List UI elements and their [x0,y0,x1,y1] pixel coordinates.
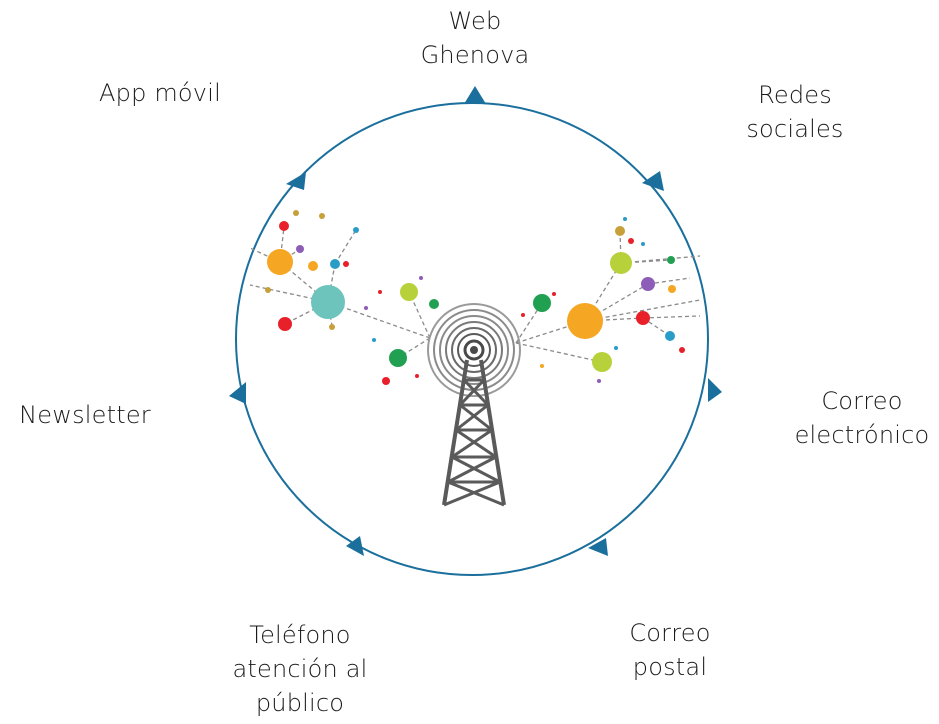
arrow-marker-web [464,86,486,104]
label-newsletter: Newsletter [0,398,170,432]
label-app-line1: App móvil [99,79,221,107]
label-redes-line1: Redes [758,81,832,109]
label-correo-e-line2: electrónico [794,421,930,449]
label-correo-postal: Correo postal [580,616,760,684]
arrow-marker-postal [588,538,608,556]
arrow-marker-redes [642,171,664,191]
arrow-marker-app [286,172,306,190]
ring-arrows [229,86,722,556]
network-graphic [249,210,701,385]
outer-ring [235,102,709,576]
label-web-ghenova: Web Ghenova [380,4,570,72]
label-newsletter-line1: Newsletter [19,401,151,429]
label-redes-sociales: Redes sociales [700,78,890,146]
label-correo-electronico: Correo electrónico [785,384,939,452]
arrow-marker-newsletter [229,382,246,404]
broadcast-tower-icon [427,303,521,507]
label-app-movil: App móvil [60,76,260,110]
label-telefono-line1: Teléfono [249,621,351,649]
label-postal-line2: postal [632,653,708,681]
label-web-line2: Ghenova [420,41,530,69]
label-web-line1: Web [448,7,502,35]
label-correo-e-line1: Correo [821,387,903,415]
label-telefono-atencion: Teléfono atención al público [200,618,400,720]
label-telefono-line3: público [255,689,345,717]
label-postal-line1: Correo [629,619,711,647]
arrow-marker-correo-e [708,378,722,402]
arrow-marker-telefono [346,536,364,556]
label-redes-line2: sociales [746,115,844,143]
label-telefono-line2: atención al [232,655,368,683]
